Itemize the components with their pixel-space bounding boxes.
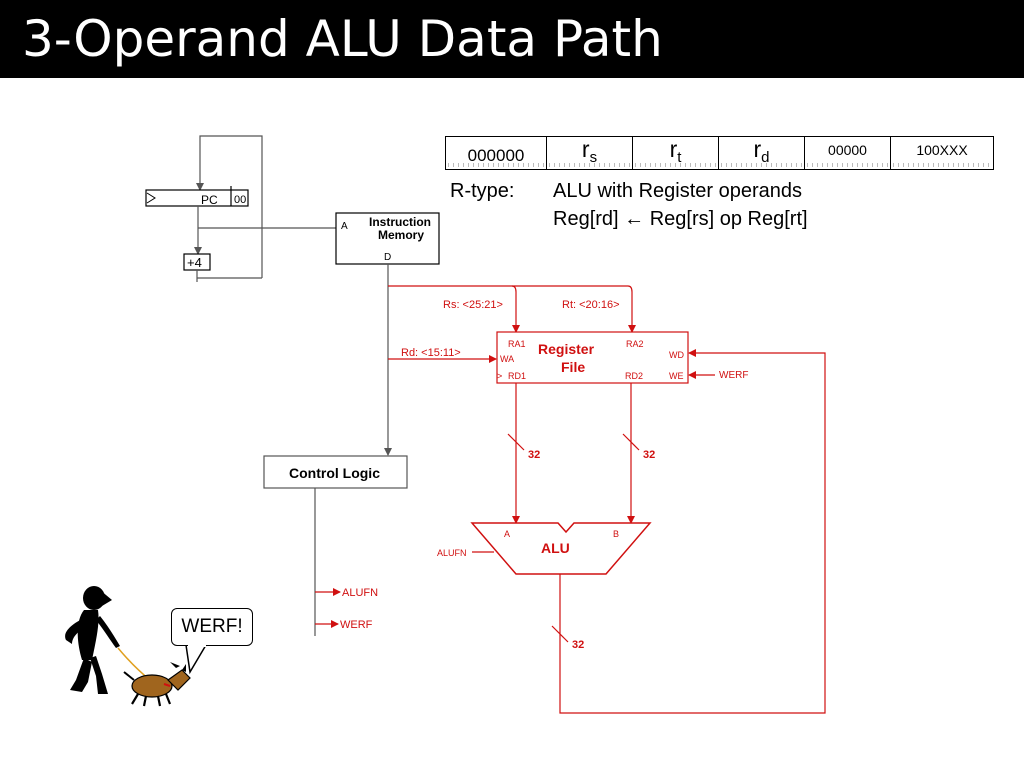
func-field: 100XXX xyxy=(891,137,993,169)
rs-base: r xyxy=(581,136,590,162)
pc-section: PC 00 +4 xyxy=(145,135,336,282)
rd-sub: d xyxy=(761,149,770,166)
alu-out-width: 32 xyxy=(572,639,584,651)
werf-label: WERF xyxy=(719,370,748,381)
rs-field: rs xyxy=(547,136,633,169)
walker-figure-icon xyxy=(65,586,120,694)
rd2-bus-slash xyxy=(622,433,640,451)
rd-base: r xyxy=(753,136,762,162)
rf-port-rd1: RD1 xyxy=(508,371,526,381)
ctrl-werf-label: WERF xyxy=(340,619,373,631)
rd1-bus-slash xyxy=(507,433,525,451)
func-value: 100XXX xyxy=(916,142,968,158)
alu-input-a: A xyxy=(504,529,510,539)
shamt-value: 00000 xyxy=(828,142,867,158)
slide-title: 3-Operand ALU Data Path xyxy=(22,10,663,68)
rt-field-label: Rt: <20:16> xyxy=(562,299,620,311)
rf-port-wd: WD xyxy=(669,350,684,360)
alu-out-slash xyxy=(551,625,569,643)
rt-base: r xyxy=(669,136,678,162)
imem-title-1: Instruction xyxy=(369,215,431,229)
shamt-field: 00000 xyxy=(805,137,891,169)
title-bar: 3-Operand ALU Data Path xyxy=(0,0,1024,78)
reg-rd-text: Reg[rd] xyxy=(553,208,619,230)
rs-sub: s xyxy=(589,149,598,166)
pc-bits: 00 xyxy=(234,194,246,206)
speech-tail-icon xyxy=(185,644,207,675)
instruction-format: 000000 rs rt rd 00000 100XXX xyxy=(445,136,994,170)
dog-icon xyxy=(123,662,191,707)
rf-port-ra1: RA1 xyxy=(508,339,526,349)
increment-label: +4 xyxy=(187,255,202,270)
rf-port-clk: > xyxy=(497,371,502,381)
rtype-desc-line2: Reg[rd] ← Reg[rs] op Reg[rt] xyxy=(553,208,808,231)
rd2-width: 32 xyxy=(643,449,655,461)
speech-tail-cover xyxy=(188,643,206,647)
alufn-label: ALUFN xyxy=(437,548,467,558)
rt-sub: t xyxy=(677,149,682,166)
alu-shape xyxy=(470,522,652,575)
ctrl-alufn-label: ALUFN xyxy=(342,587,378,599)
red-datapath: Rs: <25:21> Rt: <20:16> Rd: <15:11> Regi… xyxy=(388,285,826,714)
rd1-width: 32 xyxy=(528,449,540,461)
reg-op-text: Reg[rs] op Reg[rt] xyxy=(649,208,808,230)
speech-bubble: WERF! xyxy=(171,608,253,646)
imem-port-d: D xyxy=(384,252,391,263)
rs-field-label: Rs: <25:21> xyxy=(443,299,503,311)
imem-title-2: Memory xyxy=(378,228,424,242)
rd-field-label: Rd: <15:11> xyxy=(401,347,461,359)
pc-register xyxy=(145,189,249,207)
rf-title-1: Register xyxy=(538,341,595,357)
rtype-desc-line1: ALU with Register operands xyxy=(553,180,803,202)
rf-title-2: File xyxy=(561,359,585,375)
rf-port-rd2: RD2 xyxy=(625,371,643,381)
pc-clock-icon xyxy=(146,192,156,204)
control-logic-label: Control Logic xyxy=(289,465,380,481)
rt-field-wire xyxy=(512,285,636,333)
left-arrow-icon: ← xyxy=(624,208,645,230)
instruction-memory: A Instruction Memory D xyxy=(335,212,440,265)
opcode-field: 000000 xyxy=(446,137,547,169)
imem-port-a: A xyxy=(341,221,348,232)
pc-loop-wire xyxy=(196,135,263,278)
rt-field: rt xyxy=(633,136,719,169)
rf-port-we: WE xyxy=(669,371,684,381)
pc-label: PC xyxy=(201,193,218,207)
alu-out-wire xyxy=(559,349,826,714)
rd-field: rd xyxy=(719,136,805,169)
control-logic: Control Logic ALUFN WERF xyxy=(263,455,408,636)
alu-label: ALU xyxy=(541,540,570,556)
alu-input-b: B xyxy=(613,529,619,539)
rtype-label: R-type: xyxy=(450,180,515,202)
rf-port-wa: WA xyxy=(500,354,514,364)
rf-port-ra2: RA2 xyxy=(626,339,644,349)
register-file xyxy=(496,331,689,384)
opcode-value: 000000 xyxy=(467,146,525,165)
